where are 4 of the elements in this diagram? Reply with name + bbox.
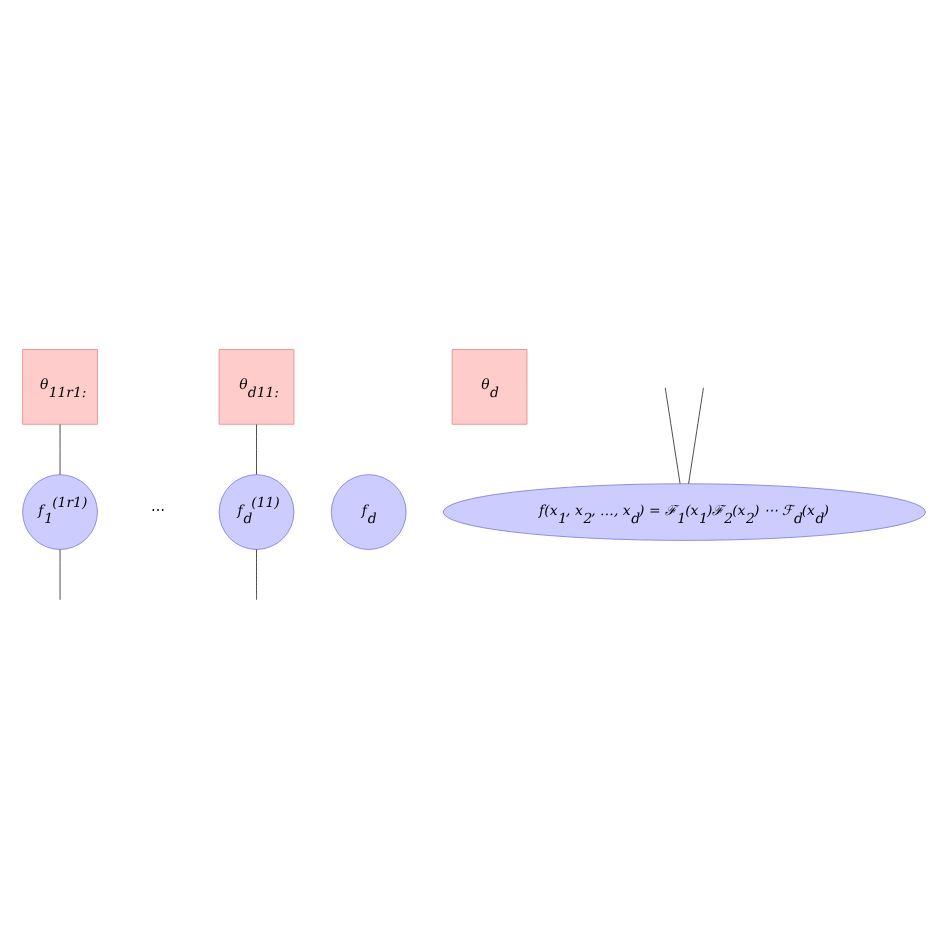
connector [256, 548, 257, 600]
connector [688, 386, 704, 484]
connector [664, 386, 681, 484]
connector [256, 423, 257, 474]
